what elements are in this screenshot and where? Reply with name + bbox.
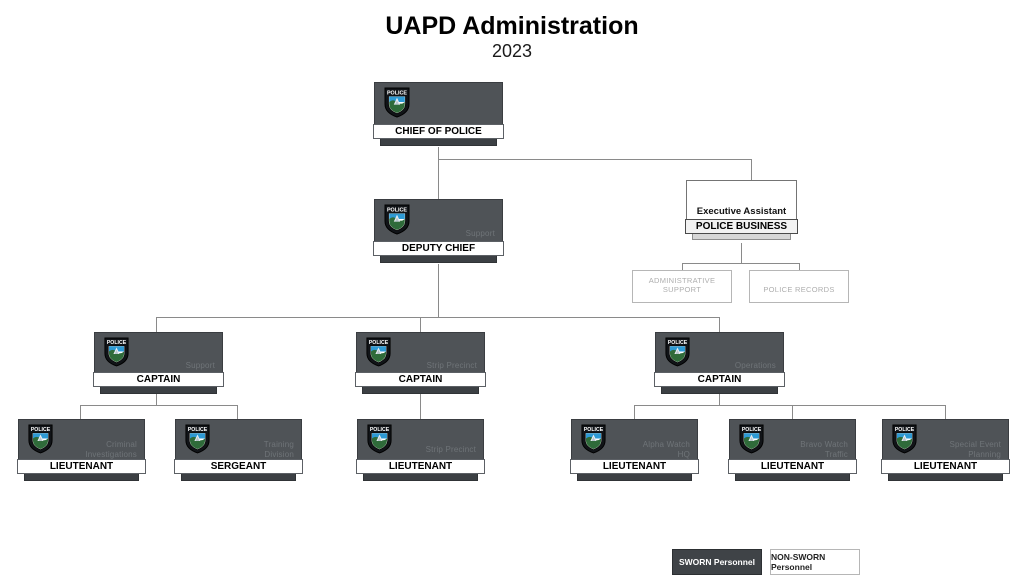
svg-text:POLICE: POLICE [31, 427, 51, 433]
connector-exec-bus [682, 263, 800, 264]
node-shadow [380, 139, 497, 146]
connector-co-bus [634, 405, 945, 406]
connector-lt-bravo-drop [792, 405, 793, 419]
page-subtitle-year: 2023 [491, 41, 533, 61]
svg-text:POLICE: POLICE [668, 340, 688, 346]
connector-captains-bus [156, 317, 719, 318]
police-badge-icon: POLICE [383, 203, 411, 235]
node-rank-label: CAPTAIN [355, 372, 486, 387]
node-lieutenant-alpha-watch[interactable]: POLICE Alpha Watch HQ LIEUTENANT [570, 419, 699, 481]
police-badge-icon: POLICE [664, 336, 691, 367]
svg-text:POLICE: POLICE [895, 427, 915, 433]
legend-non-sworn-swatch: NON-SWORN Personnel [770, 549, 860, 575]
node-lieutenant-strip-precinct[interactable]: POLICE Strip Precinct LIEUTENANT [356, 419, 485, 481]
police-badge-icon: POLICE [738, 423, 765, 454]
police-badge-icon: POLICE [103, 336, 130, 367]
connector-co-down [719, 392, 720, 405]
connector-admin-drop [682, 263, 683, 270]
node-lieutenant-criminal-investigations[interactable]: POLICE Criminal Investigations LIEUTENAN… [17, 419, 146, 481]
svg-text:POLICE: POLICE [370, 427, 390, 433]
connector-chief-to-exec [438, 159, 751, 160]
node-executive-assistant[interactable]: Executive Assistant POLICE BUSINESS [685, 180, 798, 243]
connector-records-drop [799, 263, 800, 270]
svg-text:POLICE: POLICE [387, 90, 407, 96]
police-badge-icon: POLICE [184, 423, 211, 454]
node-captain-support[interactable]: POLICE Support CAPTAIN [93, 332, 224, 394]
police-badge-icon: POLICE [366, 423, 393, 454]
police-badge-icon: POLICE [365, 336, 392, 367]
connector-ct-strip-down [420, 392, 421, 419]
node-lieutenant-special-event-planning[interactable]: POLICE Special Event Planning LIEUTENANT [881, 419, 1010, 481]
node-lieutenant-bravo-watch[interactable]: POLICE Bravo Watch Traffic LIEUTENANT [728, 419, 857, 481]
page-title: UAPD Administration [385, 12, 639, 40]
connector-exec-drop [751, 159, 752, 180]
node-rank-label: LIEUTENANT [570, 459, 699, 474]
connector-lt-ci-drop [80, 405, 81, 419]
node-rank-label: LIEUTENANT [881, 459, 1010, 474]
node-shadow [24, 474, 139, 481]
node-shadow [363, 474, 478, 481]
node-shadow [380, 256, 497, 263]
connector-deputy-down [438, 264, 439, 317]
legend-sworn-swatch: SWORN Personnel [672, 549, 762, 575]
node-shadow [888, 474, 1003, 481]
node-deputy-chief[interactable]: POLICE Support DEPUTY CHIEF [373, 199, 504, 264]
svg-text:POLICE: POLICE [387, 207, 407, 213]
connector-exec-down [741, 243, 742, 263]
svg-text:POLICE: POLICE [584, 427, 604, 433]
node-rank-label: LIEUTENANT [356, 459, 485, 474]
police-badge-icon: POLICE [27, 423, 54, 454]
node-label: POLICE RECORDS [763, 285, 835, 294]
svg-text:POLICE: POLICE [742, 427, 762, 433]
police-badge-icon: POLICE [383, 86, 411, 118]
svg-text:POLICE: POLICE [188, 427, 208, 433]
node-shadow [692, 234, 791, 240]
node-shadow [100, 387, 217, 394]
node-shadow [181, 474, 296, 481]
node-shadow [735, 474, 850, 481]
node-rank-label: SERGEANT [174, 459, 303, 474]
connector-captain-support-drop [156, 317, 157, 332]
node-captain-operations[interactable]: POLICE Operations CAPTAIN [654, 332, 785, 394]
police-badge-icon: POLICE [580, 423, 607, 454]
connector-captain-operations-drop [719, 317, 720, 332]
connector-chief-down [438, 147, 439, 210]
node-rank-label: LIEUTENANT [728, 459, 857, 474]
node-chief-of-police[interactable]: POLICE CHIEF OF POLICE [373, 82, 504, 147]
connector-lt-special-drop [945, 405, 946, 419]
node-rank-label: CAPTAIN [654, 372, 785, 387]
node-rank-label: LIEUTENANT [17, 459, 146, 474]
node-title: Executive Assistant [696, 206, 787, 217]
node-rank-label: POLICE BUSINESS [685, 219, 798, 234]
connector-captain-strip-drop [420, 317, 421, 332]
node-shadow [577, 474, 692, 481]
connector-lt-alpha-drop [634, 405, 635, 419]
node-administrative-support[interactable]: ADMINISTRATIVE SUPPORT [632, 270, 732, 303]
police-badge-icon: POLICE [891, 423, 918, 454]
node-shadow [661, 387, 778, 394]
svg-text:POLICE: POLICE [369, 340, 389, 346]
svg-text:POLICE: POLICE [107, 340, 127, 346]
connector-cs-bus [80, 405, 237, 406]
node-rank-label: DEPUTY CHIEF [373, 241, 504, 256]
node-rank-label: CAPTAIN [93, 372, 224, 387]
node-sergeant-training-division[interactable]: POLICE Training Division SERGEANT [174, 419, 303, 481]
connector-cs-down [156, 392, 157, 405]
node-captain-strip-precinct[interactable]: POLICE Strip Precinct CAPTAIN [355, 332, 486, 394]
node-police-records[interactable]: POLICE RECORDS [749, 270, 849, 303]
legend: SWORN Personnel NON-SWORN Personnel [672, 549, 860, 575]
node-rank-label: CHIEF OF POLICE [373, 124, 504, 139]
connector-sgt-training-drop [237, 405, 238, 419]
node-shadow [362, 387, 479, 394]
node-label: ADMINISTRATIVE SUPPORT [648, 276, 716, 294]
